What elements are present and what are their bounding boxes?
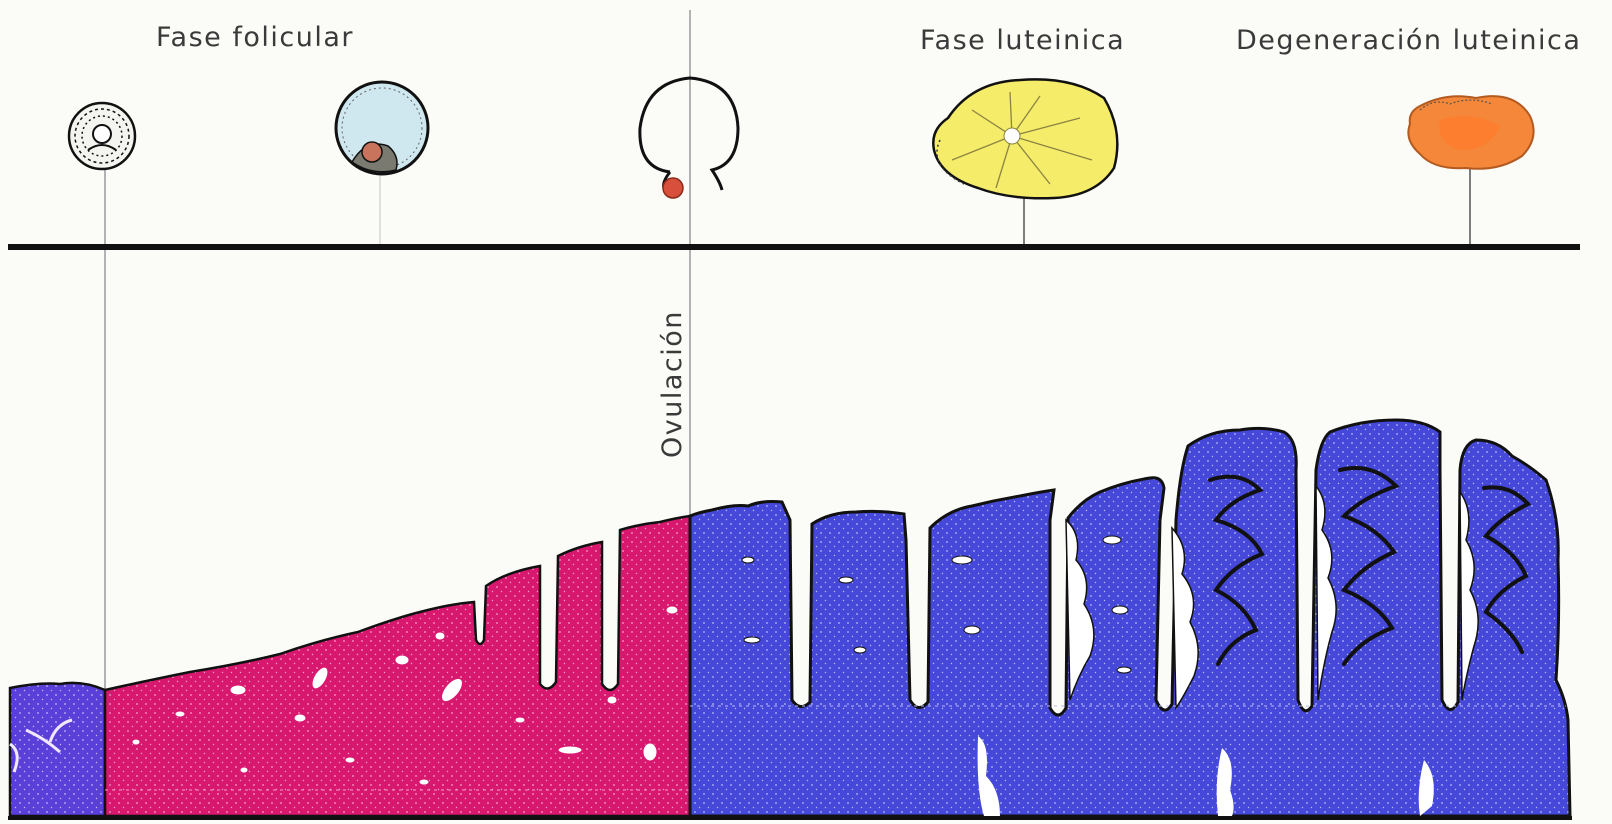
ruptured-follicle-icon (640, 78, 738, 198)
endometrium-proliferative (105, 516, 690, 816)
label-luteal-phase: Fase luteinica (920, 27, 1125, 54)
label-follicular-phase: Fase folicular (156, 24, 354, 51)
primordial-follicle-icon (69, 103, 135, 169)
label-luteal-degeneration: Degeneración luteinica (1236, 27, 1581, 54)
endometrium-secretory (690, 420, 1570, 816)
corpus-luteum-icon (933, 79, 1117, 198)
label-ovulation: Ovulación (659, 310, 686, 458)
endometrium-menstrual-layer (10, 683, 105, 816)
antral-follicle-icon (336, 82, 428, 174)
corpus-albicans-icon (1408, 96, 1533, 169)
